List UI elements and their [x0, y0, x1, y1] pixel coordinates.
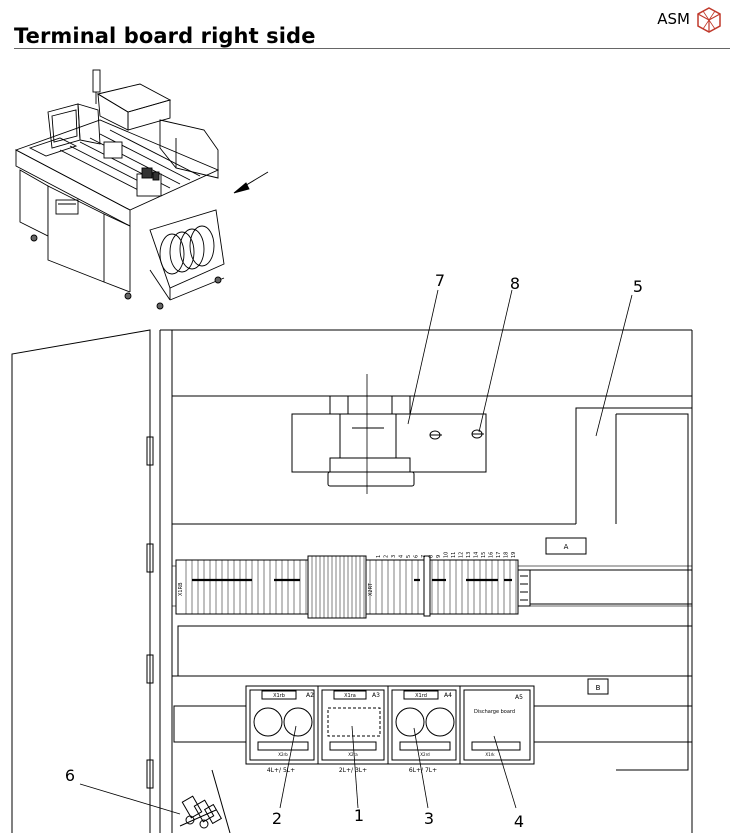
top-unit: [291, 374, 487, 494]
a4-top-label: X1rd: [415, 693, 427, 699]
a5-bottom-label: X1rk: [485, 752, 495, 757]
module-a2: X1rb A2 X2rb 4L+/ 5L+: [245, 685, 319, 774]
terminal-number: 2: [384, 555, 390, 558]
cable-channel: [177, 625, 693, 677]
terminal-number: 3: [391, 555, 397, 558]
a2-bottom-label: X2rb: [278, 752, 288, 757]
title-rule: [14, 48, 730, 49]
callout-8: 8: [510, 274, 520, 293]
callout-5: 5: [633, 277, 643, 296]
left-bracket: [173, 705, 247, 743]
connector-6: [179, 795, 223, 829]
terminal-number: 12: [459, 552, 465, 558]
callout-2: 2: [272, 809, 282, 828]
callout-6: 6: [65, 766, 75, 785]
module-a3: X1ra A3 X2ra 2L+/ 3L+: [317, 685, 389, 774]
a2-slot: A2: [306, 692, 314, 699]
strip-label-x2rt: X2RT: [368, 582, 374, 596]
cabinet-door: [11, 329, 154, 833]
a2-top-label: X1rb: [273, 693, 285, 699]
asm-logo-icon: [697, 7, 721, 33]
terminal-number: 18: [504, 552, 510, 558]
page-title: Terminal board right side: [14, 24, 316, 48]
box-a: [545, 537, 587, 555]
terminal-number: 15: [481, 552, 487, 558]
terminal-number: 6: [414, 555, 420, 558]
box-b-label: B: [596, 684, 601, 692]
terminal-number: 1: [376, 555, 382, 558]
a4-slot: A4: [444, 692, 452, 699]
terminal-number: 5: [406, 555, 412, 558]
box-b: [587, 678, 609, 695]
a4-voltage: 6L+/ 7L+: [409, 767, 437, 774]
callout-7: 7: [435, 271, 445, 290]
terminal-number: 13: [466, 552, 472, 558]
a2-voltage: 4L+/ 5L+: [267, 767, 295, 774]
terminal-number: 16: [489, 552, 495, 558]
terminal-number: 8: [429, 555, 435, 558]
a3-slot: A3: [372, 692, 380, 699]
callout-1: 1: [354, 806, 364, 825]
a3-bottom-label: X2ra: [348, 752, 358, 757]
machine-overview: [14, 69, 269, 310]
terminal-number: 11: [451, 552, 457, 558]
a5-name: Discharge board: [474, 709, 515, 715]
page-header: Terminal board right side ASM: [0, 0, 738, 50]
module-a5: A5 Discharge board X1rk: [459, 685, 535, 765]
terminal-number: 7: [421, 555, 427, 558]
strip-label-x1rb: X1RB: [178, 582, 184, 596]
terminal-number: 9: [436, 555, 442, 558]
leader-lines: [79, 289, 633, 815]
terminal-number: 4: [399, 555, 405, 558]
a3-voltage: 2L+/ 3L+: [339, 767, 367, 774]
terminal-number: 19: [511, 552, 517, 558]
terminal-rail: X1RB X2RT: [171, 555, 693, 619]
terminal-number: 10: [444, 552, 450, 558]
a5-slot: A5: [515, 694, 523, 701]
callout-3: 3: [424, 809, 434, 828]
terminal-number: 14: [474, 552, 480, 558]
module-a4: X1rd A4 X2rd 6L+/ 7L+: [387, 685, 461, 774]
terminal-number: 17: [496, 552, 502, 558]
a3-top-label: X1ra: [344, 693, 356, 699]
callout-4: 4: [514, 812, 524, 831]
brand-name: ASM: [657, 10, 690, 28]
box-a-label: A: [564, 543, 569, 551]
callout-numbers: 7 8 5 6 2 1 3 4: [65, 271, 643, 831]
a4-bottom-label: X2rd: [420, 752, 430, 757]
